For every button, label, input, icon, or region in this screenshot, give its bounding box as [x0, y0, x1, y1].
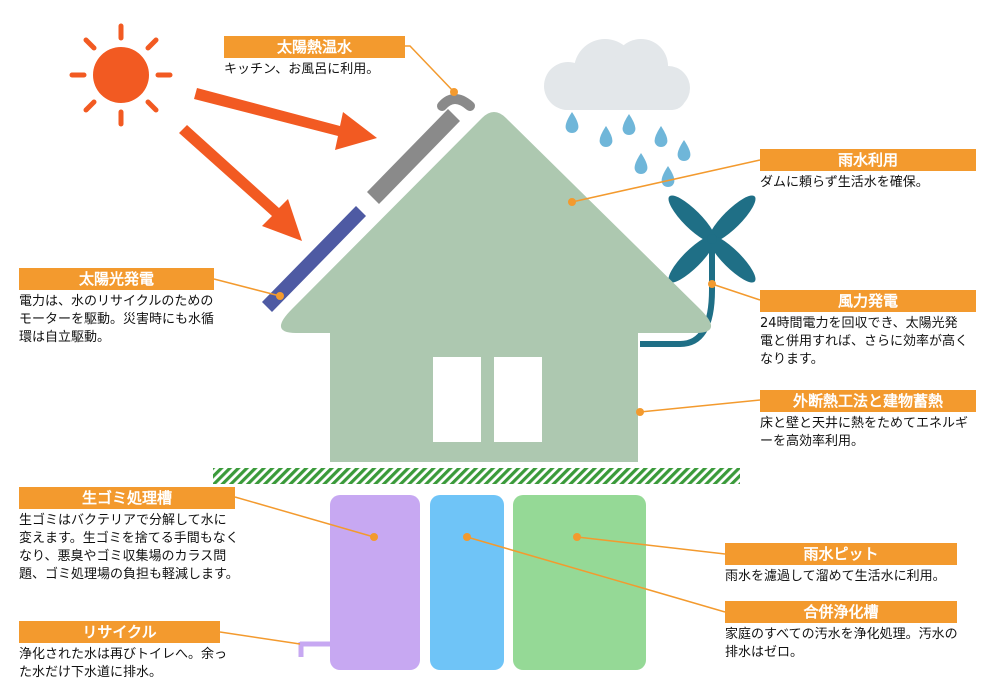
callout-rainwater-use-title: 雨水利用 — [760, 149, 976, 171]
callout-anchor-dots — [276, 88, 716, 541]
callout-solar-power-title: 太陽光発電 — [19, 268, 214, 290]
callout-septic-tank-text: 家庭のすべての汚水を浄化処理。汚水の排水はゼロ。 — [725, 627, 958, 660]
sunlight-arrow-upper-icon — [194, 88, 377, 150]
callout-solar-thermal-text: キッチン、お風呂に利用。 — [224, 62, 380, 77]
house-door-left — [433, 357, 481, 442]
callout-garbage-tank-title: 生ゴミ処理槽 — [19, 487, 235, 509]
callout-garbage-tank: 生ゴミ処理槽 生ゴミはバクテリアで分解して水に変えます。生ゴミを捨てる手間もなく… — [19, 487, 239, 584]
callout-rain-pit: 雨水ピット 雨水を濾過して溜めて生活水に利用。 — [725, 543, 957, 586]
callout-leader-lines — [213, 45, 761, 645]
callout-insulation: 外断熱工法と建物蓄熱 床と壁と天井に熱をためてエネルギーを高効率利用。 — [760, 390, 978, 451]
callout-recycle-title: リサイクル — [19, 621, 220, 643]
callout-rain-pit-text: 雨水を濾過して溜めて生活水に利用。 — [725, 569, 946, 584]
solar-panel — [262, 206, 366, 312]
wind-turbine-icon — [640, 195, 756, 347]
rain-pit-tank — [513, 495, 646, 670]
garbage-tank — [330, 495, 420, 670]
callout-solar-power: 太陽光発電 電力は、水のリサイクルのためのモーターを駆動。災害時にも水循環は自立… — [19, 268, 224, 347]
callout-septic-tank-title: 合併浄化槽 — [725, 601, 957, 623]
callout-rainwater-use: 雨水利用 ダムに頼らず生活水を確保。 — [760, 149, 976, 192]
callout-rain-pit-title: 雨水ピット — [725, 543, 957, 565]
callout-insulation-text: 床と壁と天井に熱をためてエネルギーを高効率利用。 — [760, 416, 969, 449]
rain-drops-icon — [565, 112, 691, 187]
callout-solar-thermal: 太陽熱温水 キッチン、お風呂に利用。 — [224, 36, 405, 79]
sun-icon — [69, 23, 173, 127]
sunlight-arrow-lower-icon — [179, 125, 302, 241]
recycle-pipe — [298, 641, 330, 657]
callout-solar-thermal-title: 太陽熱温水 — [224, 36, 405, 58]
callout-wind-power-text: 24時間電力を回収でき、太陽光発電と併用すれば、さらに効率が高くなります。 — [760, 316, 969, 367]
callout-rainwater-use-text: ダムに頼らず生活水を確保。 — [760, 175, 929, 190]
callout-garbage-tank-text: 生ゴミはバクテリアで分解して水に変えます。生ゴミを捨てる手間もなくなり、悪臭やゴ… — [19, 513, 239, 582]
cloud-icon — [544, 39, 690, 110]
callout-insulation-title: 外断熱工法と建物蓄熱 — [760, 390, 976, 412]
callout-wind-power: 風力発電 24時間電力を回収でき、太陽光発電と併用すれば、さらに効率が高くなりま… — [760, 290, 976, 369]
septic-tank — [430, 495, 504, 670]
callout-wind-power-title: 風力発電 — [760, 290, 976, 312]
solar-thermal-panel — [367, 94, 475, 204]
callout-recycle-text: 浄化された水は再びトイレへ。余った水だけ下水道に排水。 — [19, 647, 228, 680]
house — [280, 112, 712, 462]
house-door-right — [494, 357, 542, 442]
callout-recycle: リサイクル 浄化された水は再びトイレへ。余った水だけ下水道に排水。 — [19, 621, 234, 682]
callout-solar-power-text: 電力は、水のリサイクルのためのモーターを駆動。災害時にも水循環は自立駆動。 — [19, 294, 215, 345]
ground-line — [213, 468, 740, 484]
callout-septic-tank: 合併浄化槽 家庭のすべての汚水を浄化処理。汚水の排水はゼロ。 — [725, 601, 965, 662]
